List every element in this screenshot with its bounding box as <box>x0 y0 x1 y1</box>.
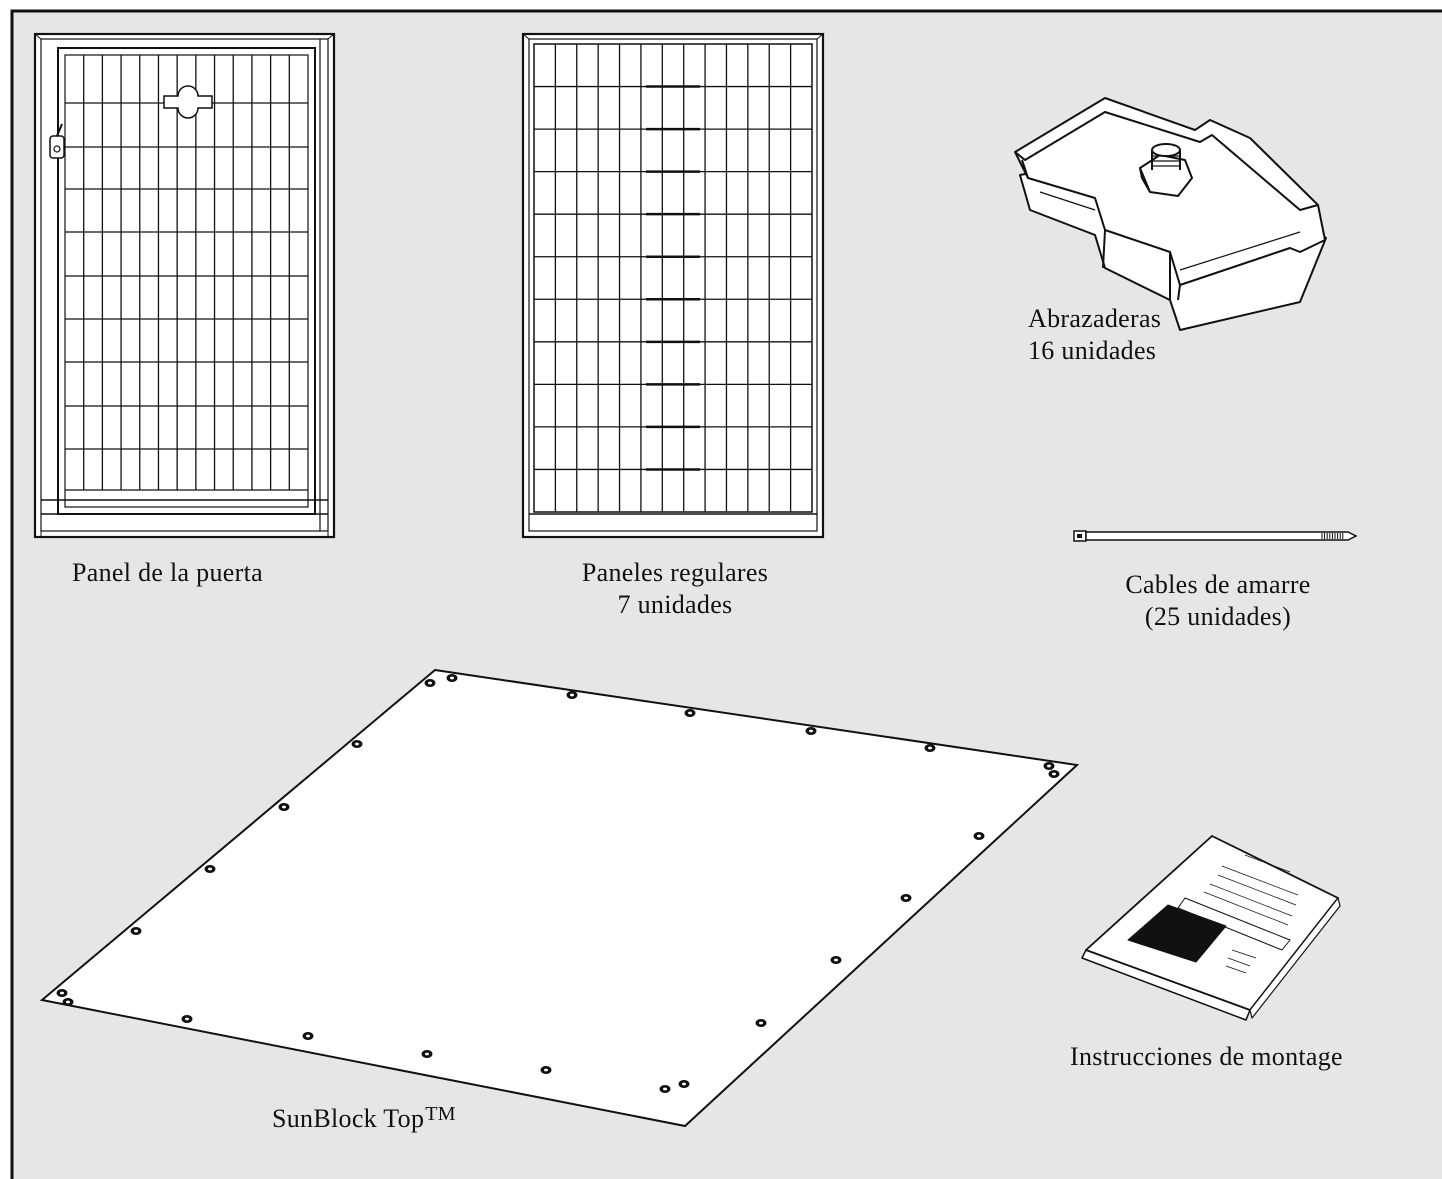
sunblock-top-label: SunBlock TopTM <box>272 1099 456 1134</box>
clamps-quantity: 16 unidades <box>1028 336 1157 365</box>
regular-panels-quantity: 7 unidades <box>617 590 733 619</box>
clamps-label: Abrazaderas <box>1028 304 1162 333</box>
regular-panel-icon <box>521 32 825 539</box>
trademark-mark: TM <box>425 1103 456 1125</box>
cable-ties-label: Cables de amarre <box>1125 570 1311 599</box>
door-panel-label: Panel de la puerta <box>72 558 263 587</box>
regular-panels-label: Paneles regulares <box>581 558 769 587</box>
door-panel-icon <box>33 32 336 539</box>
cable-tie-icon <box>1073 530 1358 542</box>
sunblock-top-name: SunBlock Top <box>272 1104 425 1133</box>
manual-label: Instrucciones de montage <box>1070 1042 1343 1071</box>
clamp-icon <box>1014 97 1327 331</box>
cable-ties-quantity: (25 unidades) <box>1144 602 1292 631</box>
instruction-manual-icon <box>1081 835 1341 1021</box>
sunblock-top-icon <box>39 668 1080 1128</box>
